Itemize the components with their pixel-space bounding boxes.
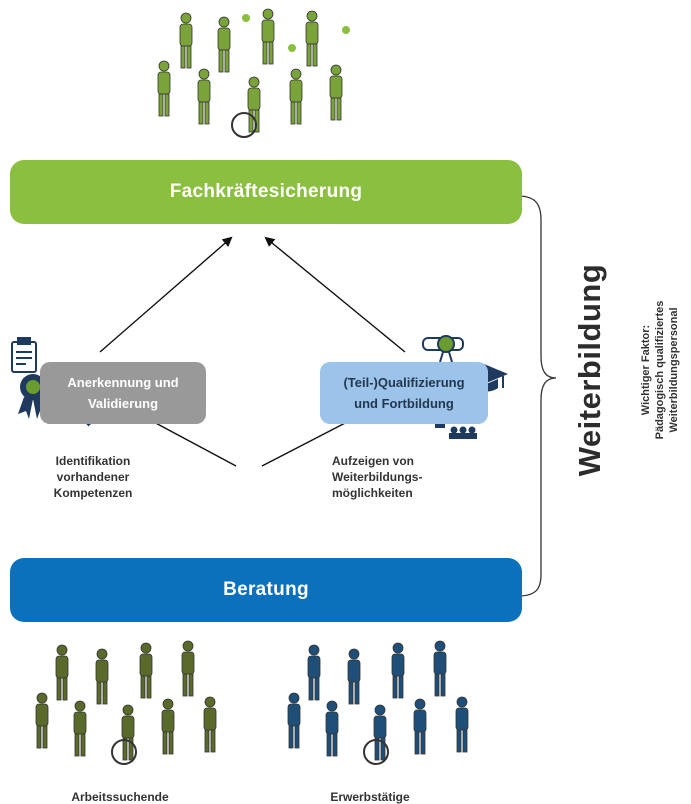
wichtiger-faktor-text: Wichtiger Faktor: Pädagogisch qualifizie…	[640, 300, 680, 440]
diploma-scroll-icon	[422, 335, 464, 363]
caption-erwerbstaetige: Erwerbstätige	[330, 790, 410, 804]
caption-arbeitssuchende: Arbeitssuchende	[71, 790, 169, 804]
beratung-box: Beratung	[10, 558, 522, 622]
people-group-icon	[35, 640, 217, 765]
clipboard-certificate-icon	[11, 337, 37, 373]
anerkennung-label: Anerkennung und Validierung	[67, 375, 179, 411]
beratung-label: Beratung	[223, 579, 309, 600]
qualifizierung-box: (Teil-)Qualifizierung und Fortbildung	[320, 362, 488, 424]
weiterbildung-title: Weiterbildung	[572, 263, 607, 477]
identifikation-note: Identifikation vorhandener Kompetenzen	[53, 454, 133, 500]
anerkennung-box: Anerkennung und Validierung	[40, 362, 206, 424]
fachkraeftesicherung-label: Fachkräftesicherung	[169, 181, 363, 202]
fachkraeftesicherung-box: Fachkräftesicherung	[10, 160, 522, 224]
qualifizierung-label: (Teil-)Qualifizierung und Fortbildung	[343, 375, 465, 411]
arrow-right-to-top	[264, 236, 406, 353]
arrow-left-to-top	[99, 236, 233, 353]
aufzeigen-note: Aufzeigen von Weiterbildungs- möglichkei…	[332, 454, 423, 500]
people-group-icon	[287, 640, 469, 765]
curly-brace-icon	[517, 195, 557, 597]
people-group-icon	[157, 8, 350, 138]
